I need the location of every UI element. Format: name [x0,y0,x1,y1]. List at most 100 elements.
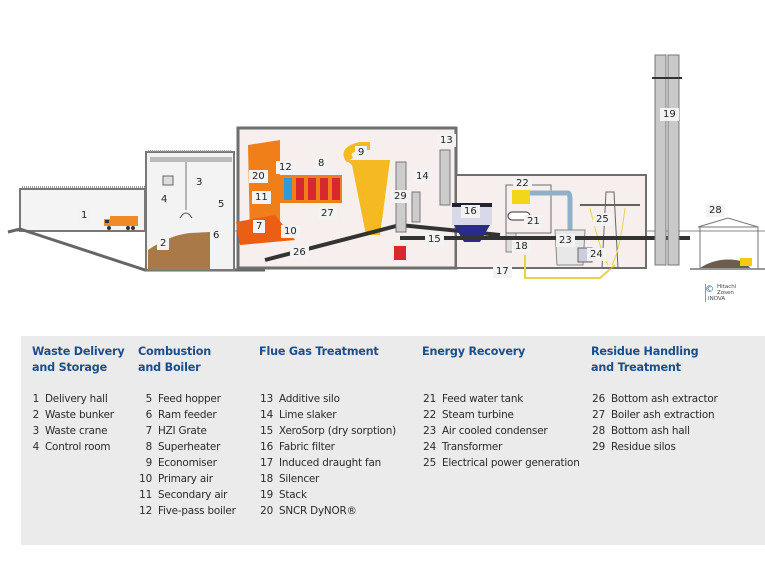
item-number: 23 [423,425,436,437]
item-number: 5 [145,393,153,405]
item-number: 1 [32,393,40,405]
superheater-bundles [284,178,340,200]
item-label: Economiser [158,457,217,469]
plant-illustration [7,54,765,279]
callout-15: 15 [425,233,444,246]
item-label: Transformer [442,441,503,453]
heading-line2: and Storage [32,361,107,374]
item-label: Lime slaker [279,409,337,421]
steam-pipe [530,190,573,230]
heading-line1: Flue Gas Treatment [259,345,379,358]
bottom-ash-hall [697,217,759,270]
grate-fire [236,215,295,245]
item-label: Ram feeder [158,409,217,421]
item-number: 8 [145,441,153,453]
item-number: 29 [592,441,605,453]
item-number: 16 [260,441,273,453]
boiler-building [236,126,647,270]
item-number: 14 [260,409,273,421]
legend-panel: Waste Delivery and Storage 1 Delivery hall… [21,336,765,545]
item-number: 26 [592,393,605,405]
item-number: 7 [145,425,153,437]
item-label: Delivery hall [45,393,108,405]
callout-23: 23 [556,234,575,247]
legend-item: 1 Delivery hall [32,391,232,407]
legend-heading: Energy Recovery [422,344,582,360]
item-label: Bottom ash extractor [611,393,718,405]
heading-line2: and Treatment [591,361,681,374]
legend-item: 11 Secondary air [138,487,338,503]
legend-item: 16 Fabric filter [259,439,459,455]
item-label: Primary air [158,473,213,485]
item-label: Control room [45,441,111,453]
heading-line1: Waste Delivery [32,345,125,358]
item-number: 12 [139,505,152,517]
item-label: SNCR DyNOR® [279,505,357,517]
callout-18: 18 [512,240,531,253]
item-number: 22 [423,409,436,421]
callout-14: 14 [413,170,432,183]
additive-silo [439,149,451,206]
legend-item: 4 Control room [32,439,232,455]
item-number: 10 [139,473,152,485]
callout-6: 6 [210,229,223,242]
legend-item: 27 Boiler ash extraction [591,407,765,423]
item-number: 6 [145,409,153,421]
item-label: Bottom ash hall [611,425,690,437]
item-label: Waste crane [45,425,108,437]
callout-13: 13 [437,134,456,147]
callout-1: 1 [78,209,91,222]
callout-11: 11 [252,191,271,204]
steam-turbine-icon [512,190,530,204]
callout-27: 27 [318,207,337,220]
callout-5: 5 [215,198,228,211]
item-label: Fabric filter [279,441,335,453]
item-number: 18 [260,473,273,485]
callout-10: 10 [281,225,300,238]
control-room-icon [162,175,174,186]
item-number: 19 [260,489,273,501]
legend-item: 26 Bottom ash extractor [591,391,765,407]
heading-line1: Energy Recovery [422,345,526,358]
item-label: HZI Grate [158,425,207,437]
callout-16: 16 [461,205,480,218]
item-number: 4 [32,441,40,453]
item-number: 21 [423,393,436,405]
callout-17: 17 [493,265,512,278]
power-cable [524,255,616,279]
callout-7: 7 [253,220,266,233]
item-label: Secondary air [158,489,228,501]
plant-diagram: 1 2 3 4 5 6 7 8 9 10 11 12 13 14 15 16 1… [7,54,765,302]
boiler-shaft [248,140,280,240]
item-number: 11 [139,489,152,501]
callout-25: 25 [593,213,612,226]
item-label: Boiler ash extraction [611,409,715,421]
economiser [346,160,390,235]
legend-heading: Flue Gas Treatment [259,344,419,360]
garbage-truck-icon [104,216,138,230]
loader-icon [740,258,752,266]
crane-grab-icon [179,212,193,219]
item-number: 27 [592,409,605,421]
copyright-notice: © Hitachi Zosen INOVA [705,284,746,302]
legend-item: 14 Lime slaker [259,407,459,423]
legend-heading: Waste Delivery and Storage [32,344,192,376]
item-label: Induced draught fan [279,457,382,469]
copyright-line1: Hitachi Zosen [717,284,737,296]
power-pylon-icon [580,191,640,269]
item-number: 24 [423,441,436,453]
